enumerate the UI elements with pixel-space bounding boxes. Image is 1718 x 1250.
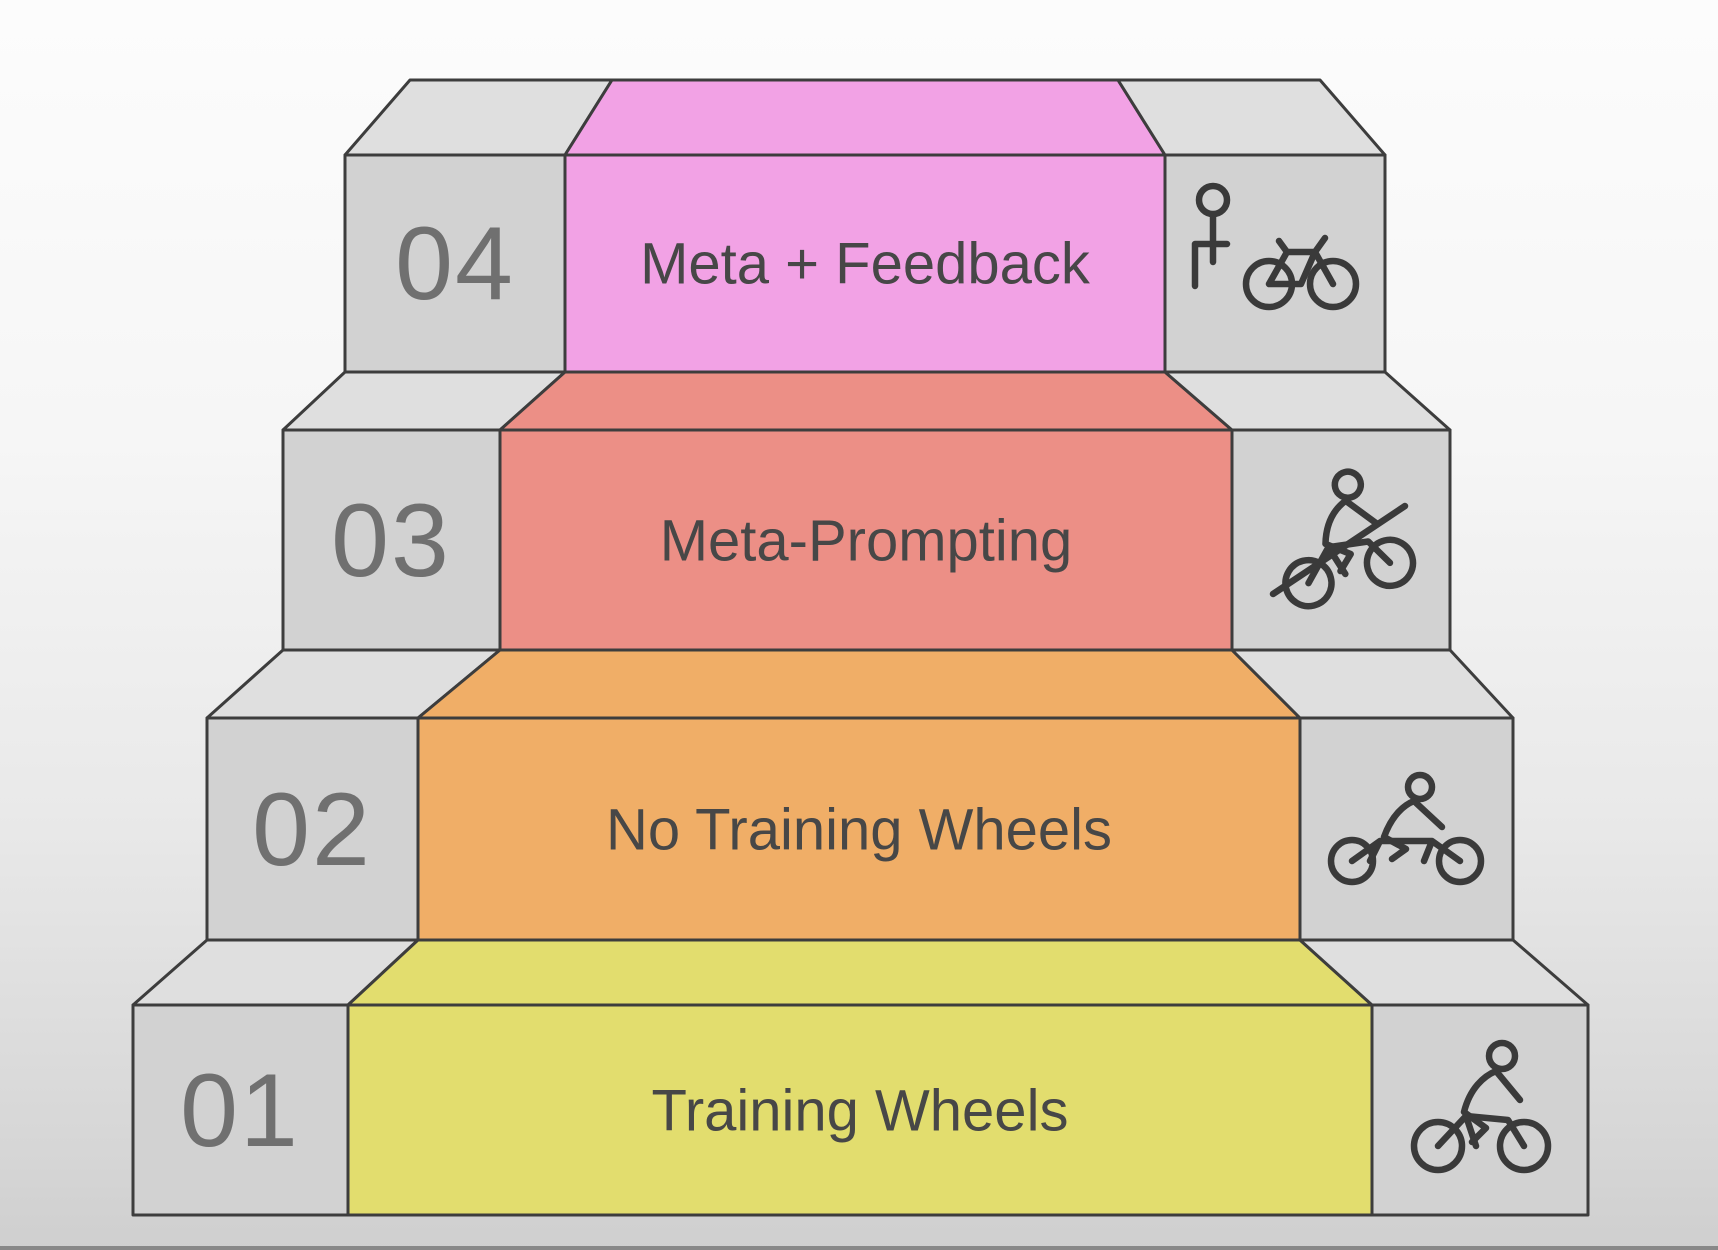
step2-number: 02 [252,772,372,888]
front-wheel [1363,536,1417,590]
step1-label: Training Wheels [652,1079,1069,1144]
step1-top-band [346,938,1374,1007]
rear-wheel [1410,1118,1466,1174]
step2-top-band [416,648,1302,720]
step1-icon-block [1370,1003,1590,1217]
rider-body [1460,1067,1524,1146]
step2-label: No Training Wheels [606,798,1112,863]
step4-label: Meta + Feedback [640,232,1091,297]
step3-label: Meta-Prompting [660,509,1073,574]
step4-top-band [563,78,1167,157]
front-wheel [1496,1118,1552,1174]
rider-head [1331,468,1365,501]
cyclist-riding-uphill-icon [1269,468,1417,610]
rider-head [1485,1039,1519,1073]
step4-top-right-shoulder [1116,78,1387,157]
step3-top-band [498,370,1234,432]
rider-body [1322,497,1380,575]
step-2: 02 No Training Wheels [205,648,1515,942]
step-1: 01 Training Wheels [131,938,1590,1217]
cyclist-long-bicycle-icon [1327,771,1485,886]
step1-number: 01 [180,1053,300,1169]
step2-icon-block [1298,716,1515,942]
cyclist-riding-bicycle-icon [1410,1039,1552,1174]
bike-stand [1191,240,1231,290]
uphill-cyclist [1282,468,1417,610]
rider-body [1380,797,1446,863]
bike-frame [1265,234,1337,288]
step4-number: 04 [395,206,515,322]
bottom-edge-line [0,1246,1718,1250]
person-standing-with-bicycle-icon [1191,182,1360,311]
bike-frame [1348,837,1464,865]
step3-number: 03 [331,483,451,599]
front-wheel [1306,257,1360,311]
rider-head [1404,771,1436,803]
step-3: 03 Meta-Prompting [281,370,1452,652]
step-4: 04 Meta + Feedback [343,78,1387,374]
rear-wheel [1282,556,1335,610]
step3-icon-block [1230,428,1452,652]
front-wheel [1435,836,1485,886]
